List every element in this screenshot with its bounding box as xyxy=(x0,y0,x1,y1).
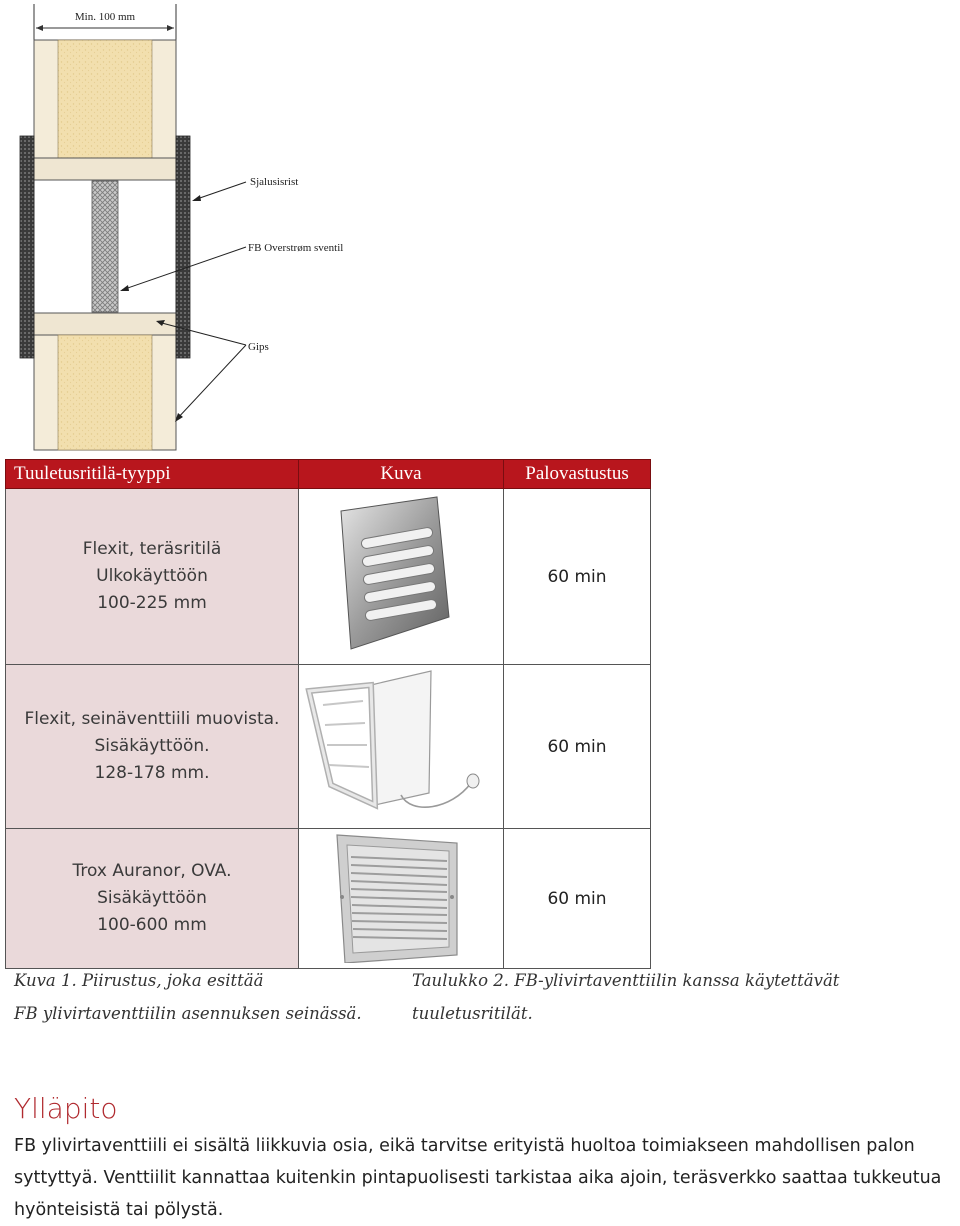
caption-line: FB ylivirtaventtiilin asennuksen seinäss… xyxy=(14,1004,362,1023)
type-line: Ulkokäyttöön xyxy=(96,566,208,586)
wall-valve-icon xyxy=(305,670,480,810)
fire-rating-cell: 60 min xyxy=(503,664,651,829)
section-paragraph: FB ylivirtaventtiili ei sisältä liikkuvi… xyxy=(14,1136,942,1220)
label-gypsum: Gips xyxy=(248,341,269,353)
grille-table: Tuuletusritilä-tyyppi Kuva Palovastustus… xyxy=(5,459,651,969)
grille-picture-cell xyxy=(298,488,504,665)
caption-line: Taulukko 2. FB-ylivirtaventtiilin kanssa… xyxy=(412,971,840,990)
fb-valve-mesh xyxy=(91,180,119,313)
fire-rating-cell: 60 min xyxy=(503,828,651,969)
grille-picture-cell xyxy=(298,828,504,969)
trox-grille-icon xyxy=(336,834,458,964)
fire-rating-cell: 60 min xyxy=(503,488,651,665)
type-line: 100-600 mm xyxy=(97,915,207,935)
type-line: Flexit, seinäventtiili muovista. xyxy=(24,709,280,729)
label-grille: Sjalusisrist xyxy=(250,176,298,188)
installation-drawing: Min. 100 mm Sjalusisrist FB Overstrøm sv… xyxy=(19,4,343,451)
grille-type-cell: Trox Auranor, OVA. Sisäkäyttöön 100-600 … xyxy=(5,828,299,969)
header-picture: Kuva xyxy=(298,459,504,489)
type-line: Sisäkäyttöön xyxy=(97,888,207,908)
figure-caption: Kuva 1. Piirustus, joka esittää FB ylivi… xyxy=(14,964,362,1030)
label-valve: FB Overstrøm sventil xyxy=(248,242,343,254)
caption-line: Kuva 1. Piirustus, joka esittää xyxy=(14,971,264,990)
caption-line: tuuletusritilät. xyxy=(412,1004,533,1023)
louvre-grille-icon xyxy=(340,496,450,650)
grille-picture-cell xyxy=(298,664,504,829)
dimension-label: Min. 100 mm xyxy=(75,11,136,23)
table-row: Trox Auranor, OVA. Sisäkäyttöön 100-600 … xyxy=(5,828,651,969)
type-line: Trox Auranor, OVA. xyxy=(72,861,232,881)
grille-type-cell: Flexit, teräsritilä Ulkokäyttöön 100-225… xyxy=(5,488,299,665)
section-heading: Ylläpito xyxy=(14,1092,118,1125)
type-line: Flexit, teräsritilä xyxy=(82,539,222,559)
type-line: 128-178 mm. xyxy=(94,763,210,783)
grille-type-cell: Flexit, seinäventtiili muovista. Sisäkäy… xyxy=(5,664,299,829)
header-rating: Palovastustus xyxy=(503,459,651,489)
header-type: Tuuletusritilä-tyyppi xyxy=(5,459,299,489)
table-caption: Taulukko 2. FB-ylivirtaventtiilin kanssa… xyxy=(412,964,839,1030)
table-row: Flexit, seinäventtiili muovista. Sisäkäy… xyxy=(5,664,651,829)
table-row: Flexit, teräsritilä Ulkokäyttöön 100-225… xyxy=(5,488,651,665)
table-header-row: Tuuletusritilä-tyyppi Kuva Palovastustus xyxy=(5,459,651,489)
type-line: 100-225 mm xyxy=(97,593,207,613)
type-line: Sisäkäyttöön. xyxy=(94,736,210,756)
